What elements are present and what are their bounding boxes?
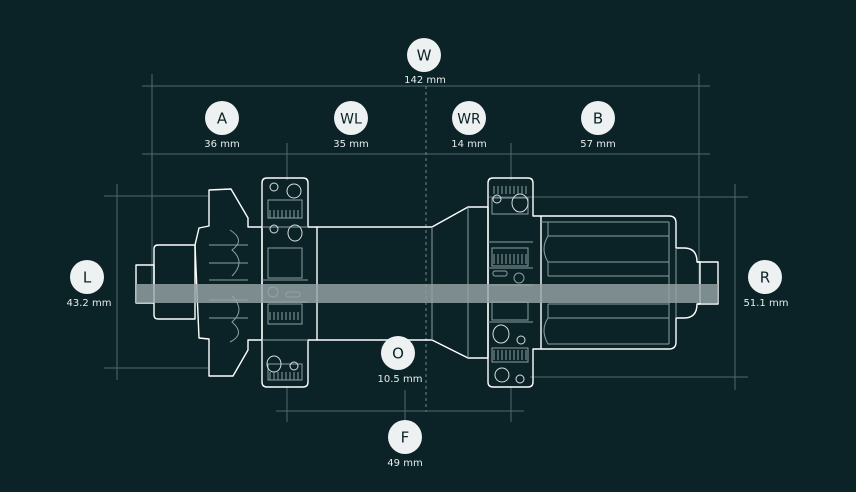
badge-r-letter: R: [760, 269, 770, 287]
badge-a-letter: A: [217, 110, 228, 128]
spoke-hole: [492, 194, 502, 204]
badge-w: [407, 38, 441, 72]
spoke-hole: [269, 224, 279, 234]
badge-w-letter: W: [417, 47, 432, 65]
rotor-mount: [194, 188, 263, 377]
badge-wl: [334, 101, 368, 135]
dim-f: F 49 mm: [387, 420, 423, 469]
spoke-hole: [287, 224, 303, 242]
badge-l-letter: L: [83, 269, 92, 287]
dimension-badges: W 142 mm A 36 mm WL 35 mm WR 14 mm B 57 …: [67, 38, 789, 469]
dim-a: A 36 mm: [204, 101, 240, 150]
dimension-lines: [104, 74, 748, 422]
spoke-hole: [494, 367, 510, 383]
badge-o: [381, 336, 415, 370]
freehub-body: [541, 215, 701, 350]
spoke-hole: [492, 324, 510, 344]
axle-band: [136, 284, 718, 303]
center-shell: [317, 206, 489, 359]
spoke-hole: [286, 183, 302, 199]
dim-o: O 10.5 mm: [378, 336, 423, 385]
spoke-hole: [511, 193, 529, 213]
value-w: 142 mm: [404, 75, 446, 86]
spoke-hole: [269, 182, 279, 192]
value-wl: 35 mm: [333, 139, 368, 150]
value-b: 57 mm: [580, 139, 615, 150]
badge-f-letter: F: [401, 429, 410, 447]
dim-l: L 43.2 mm: [67, 260, 112, 309]
badge-wr-letter: WR: [457, 112, 481, 128]
value-wr: 14 mm: [451, 139, 486, 150]
badge-o-letter: O: [392, 345, 404, 363]
left-axle-stub: [153, 244, 196, 320]
spoke-hole: [515, 374, 525, 384]
hub-internals: [209, 182, 677, 384]
badge-l: [70, 260, 104, 294]
badge-f: [388, 420, 422, 454]
value-r: 51.1 mm: [744, 298, 789, 309]
badge-wl-letter: WL: [340, 112, 362, 128]
spoke-hole: [516, 335, 526, 345]
value-a: 36 mm: [204, 139, 239, 150]
dim-wr: WR 14 mm: [451, 101, 487, 150]
freehub-splines: [541, 221, 669, 345]
badge-b: [581, 101, 615, 135]
right-end-cap: [697, 261, 719, 305]
rotor-splines: [229, 229, 240, 343]
badge-a: [205, 101, 239, 135]
value-l: 43.2 mm: [67, 298, 112, 309]
badge-r: [748, 260, 782, 294]
dim-b: B 57 mm: [580, 101, 616, 150]
spoke-hole: [289, 361, 299, 371]
value-f: 49 mm: [387, 458, 422, 469]
badge-b-letter: B: [593, 110, 603, 128]
dim-r: R 51.1 mm: [744, 260, 789, 309]
dim-wl: WL 35 mm: [333, 101, 369, 150]
left-flange: [261, 177, 318, 388]
dim-w: W 142 mm: [404, 38, 446, 86]
value-o: 10.5 mm: [378, 374, 423, 385]
badge-wr: [452, 101, 486, 135]
hub-body: [135, 177, 719, 388]
